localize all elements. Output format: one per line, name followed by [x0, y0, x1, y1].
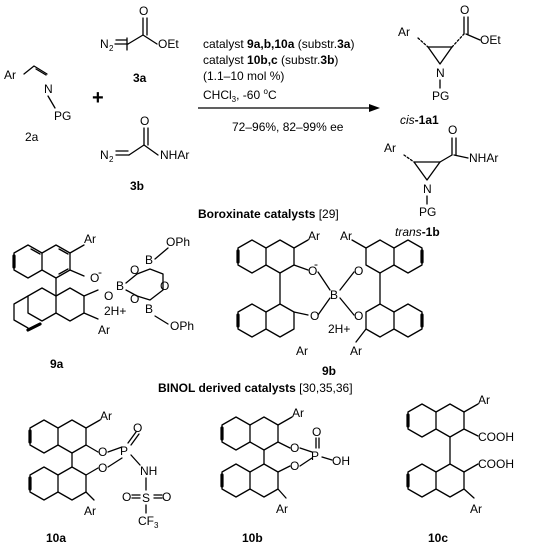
compound-label-9a: 9a [50, 357, 64, 371]
reaction-arrowhead [369, 104, 380, 112]
diazoester-3a: N 2 O OEt 3a [100, 4, 179, 85]
9a-ar-bottom: Ar [98, 323, 110, 337]
diazoamide-n-subscript: 2 [109, 155, 114, 164]
cis-product-label: cis-1a1 [400, 113, 439, 127]
conditions-line-1: catalyst 9a,b,10a (substr.3a) [203, 37, 354, 51]
9b-ar-bottom-left: Ar [296, 344, 308, 358]
9a-ring-o-1: O [130, 263, 139, 277]
cis-n-label: N [436, 66, 445, 80]
9a-ring-o-2: O [130, 292, 139, 306]
compound-label-10c: 10c [428, 531, 448, 545]
9b-b-center: B [330, 288, 338, 302]
catalyst-9b: Ar Ar O - O B O O Ar Ar 2H+ 9b [236, 229, 424, 378]
conditions-line-2: catalyst 10b,c (substr.3b) [203, 53, 338, 67]
compound-label-10b: 10b [242, 531, 263, 545]
10c-ar-top: Ar [478, 393, 490, 407]
cis-product-1a1: Ar O OEt N PG cis-1a1 [398, 3, 501, 127]
10c-cooh-bottom: COOH [478, 457, 514, 471]
imine-n-label: N [44, 82, 53, 96]
trans-ar-label: Ar [384, 141, 396, 155]
catalyst-10a: Ar Ar O O P O NH S O O CF3 10a [28, 409, 171, 545]
10a-s-oxygen-right: O [162, 490, 171, 504]
10a-p-oxygen: O [133, 421, 142, 435]
cis-ar-label: Ar [398, 25, 410, 39]
9a-o-top: O [90, 271, 99, 285]
compound-label-3a: 3a [133, 71, 147, 85]
10a-o-2: O [98, 461, 107, 475]
diazo-n-label: N [100, 37, 109, 51]
diazoamide-n-label: N [100, 148, 109, 162]
10a-s-oxygen-left: O [122, 490, 131, 504]
9b-o-2: O [310, 309, 319, 323]
9b-ar-bottom-right: Ar [350, 344, 362, 358]
9a-ar-top: Ar [84, 232, 96, 246]
9b-o-4: O [354, 309, 363, 323]
trans-nhar-label: NHAr [469, 151, 498, 165]
10a-cf3: CF3 [138, 514, 159, 530]
reaction-conditions: catalyst 9a,b,10a (substr.3a) catalyst 1… [198, 37, 380, 134]
diazoamide-3b: N 2 O NHAr 3b [100, 114, 189, 193]
amide-carbonyl-o: O [140, 114, 149, 128]
9a-ring-o-3: O [160, 279, 169, 293]
conditions-line-3: (1.1–10 mol %) [203, 69, 284, 83]
10b-o-1: O [290, 441, 299, 455]
trans-n-label: N [423, 182, 432, 196]
catalyst-10b: Ar Ar O O P O OH 10b [220, 406, 350, 545]
9b-ar-top-right: Ar [340, 229, 352, 243]
10c-cooh-top: COOH [478, 430, 514, 444]
catalyst-9a: Ar Ar O - O B O B O B O OPh OPh 2H+ 9a [12, 232, 194, 371]
ester-carbonyl-o: O [139, 4, 148, 18]
9b-o-1: O [308, 264, 317, 278]
10a-ar-bottom: Ar [84, 504, 96, 518]
9b-minus: - [314, 257, 318, 271]
10a-nh: NH [140, 464, 157, 478]
10b-ar-top: Ar [292, 406, 304, 420]
boroxinate-heading: Boroxinate catalysts [29] [198, 207, 339, 221]
10b-p: P [311, 449, 319, 463]
9a-o-bottom: O [104, 289, 113, 303]
conditions-yield: 72–96%, 82–99% ee [232, 120, 344, 134]
9a-ring-b-2: B [145, 302, 153, 316]
trans-pg-label: PG [419, 205, 436, 219]
10b-p-oxygen: O [312, 425, 321, 439]
compound-label-3b: 3b [130, 179, 144, 193]
9b-o-3: O [354, 264, 363, 278]
9b-ar-top-left: Ar [308, 229, 320, 243]
trans-product-1b: Ar O NHAr N PG trans-1b [384, 123, 498, 239]
compound-label-9b: 9b [322, 364, 336, 378]
cis-pg-label: PG [432, 89, 449, 103]
trans-carbonyl-o: O [448, 123, 457, 137]
binol-heading: BINOL derived catalysts [30,35,36] [158, 381, 353, 395]
10a-s: S [142, 491, 150, 505]
10a-ar-top: Ar [100, 409, 112, 423]
trans-product-label: trans-1b [395, 225, 440, 239]
plus-sign: + [92, 87, 104, 109]
10a-p: P [120, 444, 128, 458]
9a-oph-bottom: OPh [170, 319, 194, 333]
9a-oph-top: OPh [166, 235, 190, 249]
diazo-n-subscript: 2 [109, 44, 114, 53]
9b-counterion: 2H+ [328, 322, 350, 336]
amide-nhar-label: NHAr [160, 148, 189, 162]
cis-oet-label: OEt [480, 33, 501, 47]
10b-o-2: O [290, 459, 299, 473]
imine-2a: Ar N PG 2a [4, 65, 71, 144]
imine-ar-label: Ar [4, 68, 16, 82]
9a-minus: - [98, 265, 102, 279]
9a-ring-b-1: B [145, 253, 153, 267]
conditions-line-4: CHCl3, -60 oC [203, 87, 277, 104]
compound-label-10a: 10a [46, 531, 66, 545]
10c-ar-bottom: Ar [470, 502, 482, 516]
9a-b-center: B [116, 279, 124, 293]
10b-oh: OH [332, 454, 350, 468]
9a-counterion: 2H+ [104, 304, 126, 318]
compound-label-2a: 2a [25, 130, 39, 144]
cis-carbonyl-o: O [460, 3, 469, 17]
10b-ar-bottom: Ar [276, 502, 288, 516]
10a-o-1: O [98, 445, 107, 459]
imine-pg-label: PG [54, 109, 71, 123]
catalyst-10c: Ar COOH COOH Ar 10c [406, 393, 514, 545]
ester-oet-label: OEt [158, 37, 179, 51]
